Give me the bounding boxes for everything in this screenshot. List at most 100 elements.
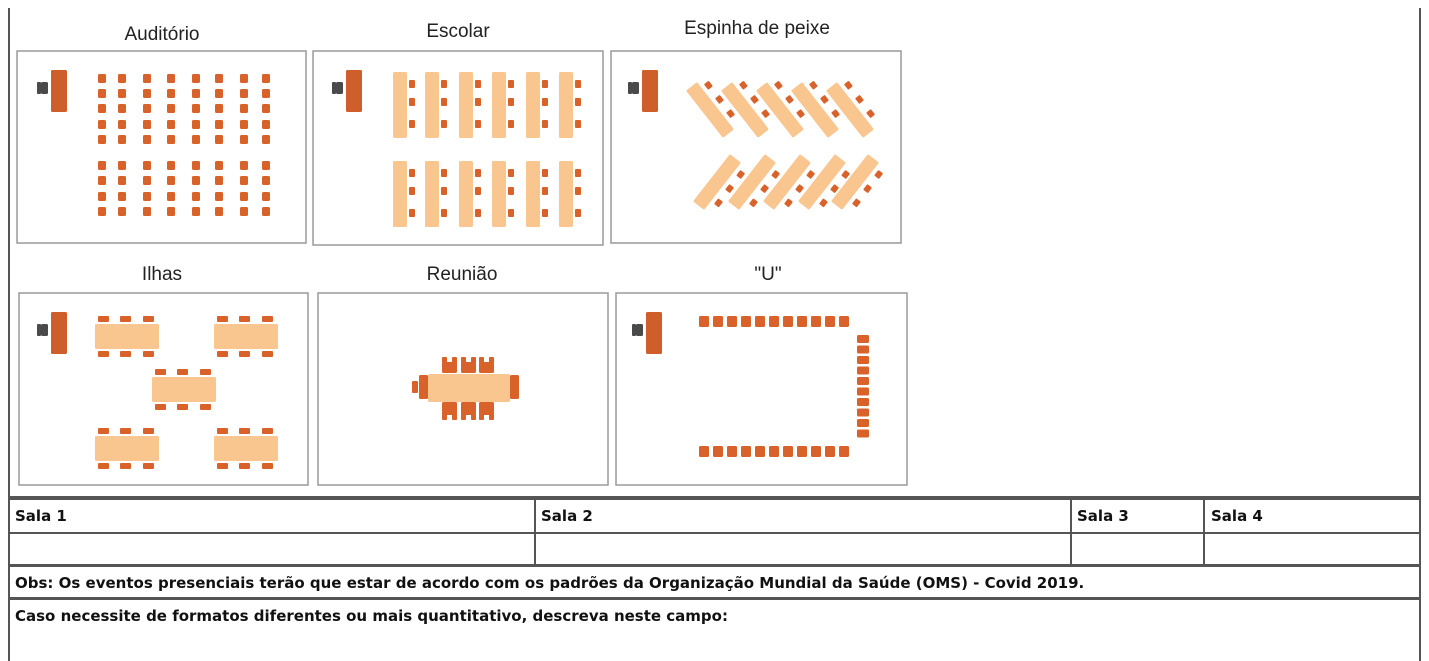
sala-4-input[interactable] (1206, 535, 1418, 563)
chair (841, 170, 850, 179)
chair (542, 98, 548, 106)
chair (797, 316, 807, 327)
chair (830, 184, 839, 193)
chair (192, 161, 200, 170)
chair (575, 80, 581, 88)
chair (217, 316, 228, 322)
angled-table (693, 154, 741, 210)
chair (192, 120, 200, 129)
header-sala-1: Sala 1 (15, 507, 67, 525)
chair (857, 398, 869, 406)
chair (239, 316, 250, 322)
chair (409, 169, 415, 177)
chair (489, 357, 494, 363)
school-desk (492, 72, 506, 138)
table-row-divider (8, 597, 1421, 600)
chair (442, 362, 457, 373)
chair (217, 351, 228, 357)
chair (167, 192, 175, 201)
chair (240, 89, 248, 98)
chair (167, 89, 175, 98)
chair (98, 316, 109, 322)
chair (98, 428, 109, 434)
chair (118, 120, 126, 129)
angled-table (763, 154, 811, 210)
chair (542, 187, 548, 195)
ilhas-diagram (37, 312, 278, 469)
chair (262, 104, 270, 113)
chair (727, 446, 737, 457)
chair (857, 366, 869, 375)
chair (741, 446, 751, 457)
chair (575, 120, 581, 128)
sala-1-input[interactable] (11, 535, 533, 563)
chair (262, 463, 273, 469)
chair (479, 402, 494, 415)
angled-table (728, 154, 776, 210)
chair (192, 207, 200, 216)
sala-3-input[interactable] (1073, 535, 1202, 563)
speaker-icon (636, 324, 643, 336)
chair (819, 198, 828, 208)
chair (774, 81, 783, 90)
chair (120, 316, 131, 322)
school-desk (559, 72, 573, 138)
chair (475, 80, 481, 88)
chair (857, 356, 869, 364)
chair (725, 184, 734, 193)
request-textarea[interactable] (11, 628, 1417, 660)
chair (215, 135, 223, 144)
chair (409, 80, 415, 88)
island-table (95, 436, 159, 461)
island-table (95, 324, 159, 349)
layout-label-auditorio: Auditório (125, 24, 200, 45)
chair (240, 135, 248, 144)
chair (120, 351, 131, 357)
school-desk (526, 161, 540, 227)
chair (475, 187, 481, 195)
chair (795, 184, 804, 193)
chair (726, 109, 735, 118)
chair (240, 74, 248, 83)
espinha-diagram (628, 70, 883, 210)
chair (727, 316, 737, 327)
angled-table (831, 154, 879, 210)
header-sala-4: Sala 4 (1211, 507, 1263, 525)
chair (118, 89, 126, 98)
chair (575, 209, 581, 217)
chair (855, 95, 864, 104)
chair (192, 176, 200, 185)
chair (98, 120, 106, 129)
island-table (214, 436, 278, 461)
chair (461, 362, 476, 373)
chair (98, 192, 106, 201)
chair (857, 387, 869, 396)
chair (118, 74, 126, 83)
chair (760, 184, 769, 193)
chair (475, 209, 481, 217)
chair (215, 89, 223, 98)
reuniao-diagram (412, 357, 519, 420)
chair (239, 428, 250, 434)
chair (240, 207, 248, 216)
school-desk (459, 161, 473, 227)
table-row-divider (8, 564, 1421, 567)
chair (479, 362, 494, 373)
chair (441, 209, 447, 217)
angled-table (791, 82, 839, 138)
chair (575, 98, 581, 106)
chair (542, 120, 548, 128)
header-sala-2: Sala 2 (541, 507, 593, 525)
chair (699, 316, 709, 327)
school-desk (425, 72, 439, 138)
chair (714, 198, 723, 208)
chair (192, 135, 200, 144)
sala-2-input[interactable] (537, 535, 1069, 563)
chair (441, 169, 447, 177)
speaker-icon (632, 82, 639, 94)
chair (857, 429, 869, 438)
chair (820, 95, 829, 104)
chair (575, 187, 581, 195)
chair (441, 80, 447, 88)
chair (874, 170, 883, 179)
